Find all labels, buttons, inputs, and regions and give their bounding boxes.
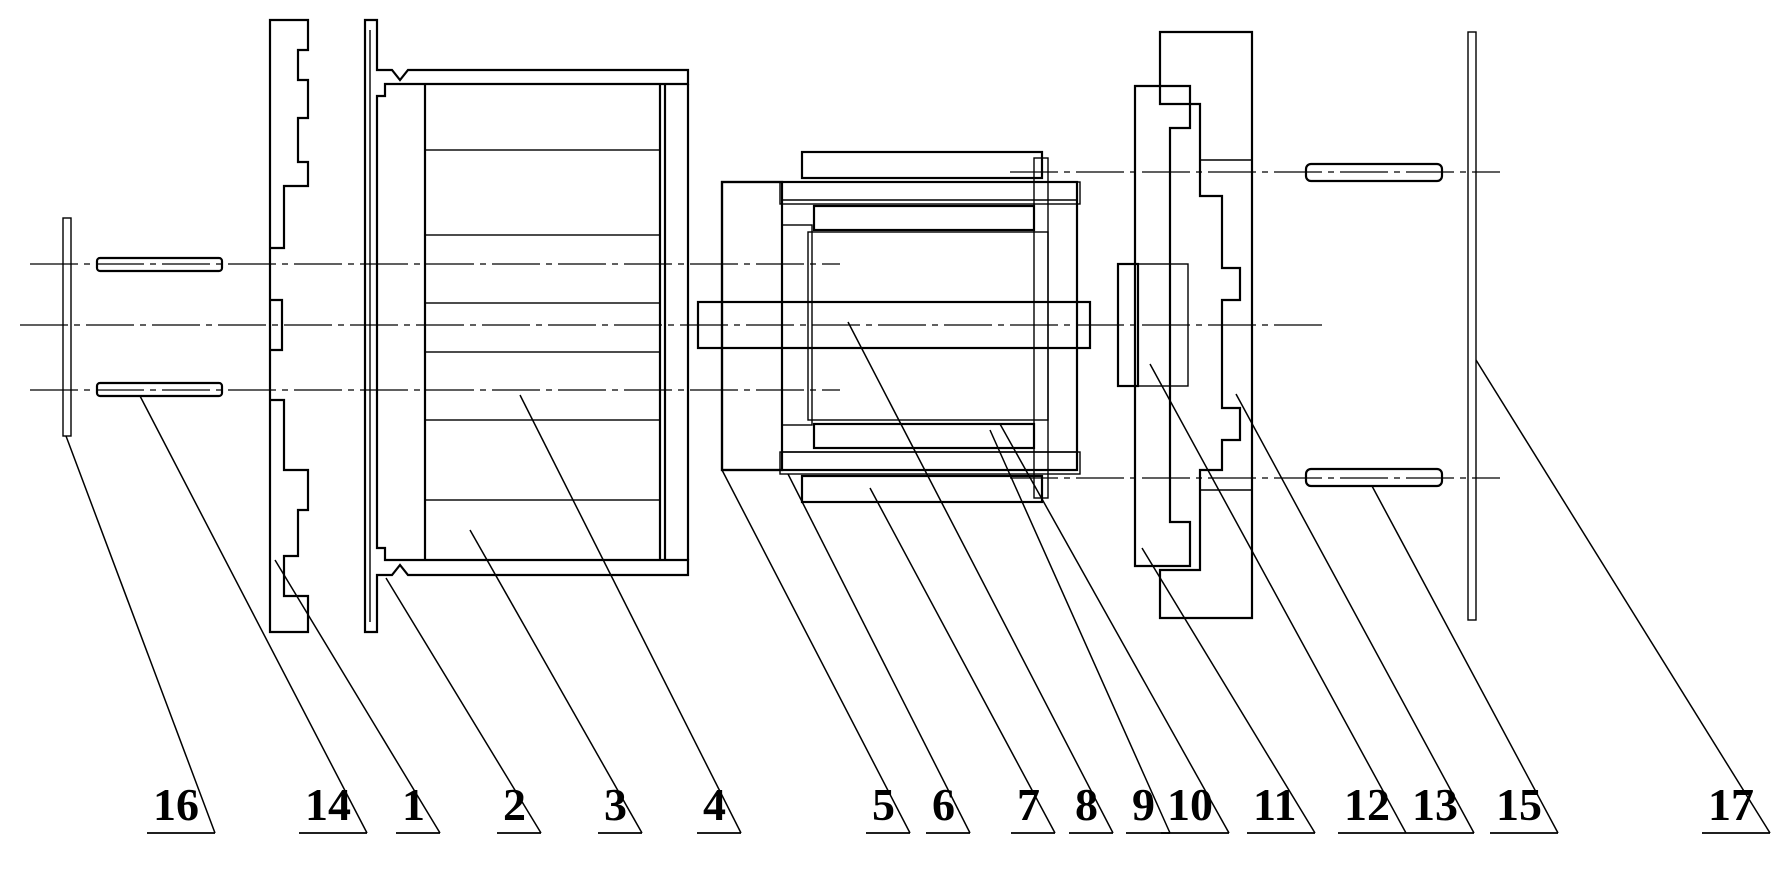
part-1-end-plate	[268, 18, 310, 634]
leader-line-15	[1371, 485, 1559, 834]
leader-line-16	[65, 435, 216, 834]
leader-line-1	[274, 559, 441, 834]
center-lines	[20, 171, 1500, 479]
part-label-11: 11	[1253, 779, 1296, 830]
part-2-flange-cover	[363, 18, 690, 634]
part-15-pins	[1304, 162, 1444, 488]
pin-upper-left	[95, 256, 224, 273]
leader-line-3	[469, 529, 643, 834]
part-label-12: 12	[1344, 779, 1390, 830]
part-5-inner-frame	[720, 180, 1081, 475]
leader-line-13	[1235, 393, 1475, 834]
part-label-4: 4	[703, 779, 726, 830]
shaft	[696, 231, 1092, 421]
part-label-2: 2	[503, 779, 526, 830]
part-label-8: 8	[1075, 779, 1098, 830]
part-17-thin-plate	[1467, 31, 1477, 621]
part-label-13: 13	[1412, 779, 1458, 830]
leader-line-6	[787, 473, 971, 834]
part-label-7: 7	[1017, 779, 1040, 830]
part-label-14: 14	[305, 779, 351, 830]
part-labels: 16 14 1 2 3 4 5 6 7 8 9 10 11 12 13 15 1…	[153, 779, 1754, 830]
part-label-15: 15	[1496, 779, 1542, 830]
part-11-right-disc	[1116, 84, 1192, 568]
part-label-3: 3	[604, 779, 627, 830]
part-label-1: 1	[402, 779, 425, 830]
leader-line-8	[847, 321, 1114, 834]
leader-line-17	[1475, 359, 1771, 834]
part-label-16: 16	[153, 779, 199, 830]
leader-line-14	[139, 395, 368, 834]
leader-line-2	[385, 577, 542, 834]
pin-upper-right	[1304, 162, 1444, 183]
pin-lower-right	[1304, 467, 1444, 488]
leader-line-5	[721, 469, 911, 834]
leader-line-4	[519, 394, 742, 834]
leader-line-12	[1149, 363, 1407, 834]
leader-lines	[65, 321, 1771, 834]
part-12-end-housing	[1158, 30, 1254, 620]
part-label-9: 9	[1132, 779, 1155, 830]
part-label-10: 10	[1167, 779, 1213, 830]
part-16-thin-plate	[62, 217, 72, 437]
part-label-17: 17	[1708, 779, 1754, 830]
leader-line-9	[989, 429, 1171, 834]
part-label-5: 5	[872, 779, 895, 830]
part-3-rotor-segments	[423, 83, 662, 561]
leader-line-11	[1141, 547, 1316, 834]
pin-lower-left	[95, 381, 224, 398]
leader-line-10	[999, 423, 1230, 834]
part-14-pins	[95, 256, 224, 398]
leader-line-7	[869, 487, 1056, 834]
part-label-6: 6	[932, 779, 955, 830]
